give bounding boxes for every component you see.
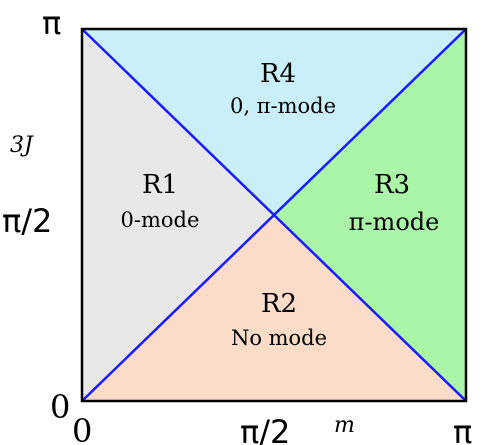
region-r2-name: R2 xyxy=(261,289,297,319)
region-r3-fill xyxy=(273,29,466,401)
region-r1-mode: 0-mode xyxy=(121,208,200,232)
region-r2-mode: No mode xyxy=(231,326,327,350)
region-r1-fill xyxy=(82,29,273,401)
region-r3-mode: π-mode xyxy=(349,208,440,236)
region-r3-name: R3 xyxy=(374,170,410,200)
x-tick-pi-half: π/2 xyxy=(240,413,290,445)
y-tick-pi-half: π/2 xyxy=(2,202,52,240)
y-tick-pi: π xyxy=(42,4,61,42)
plot-frame xyxy=(80,27,468,403)
x-tick-zero: 0 xyxy=(72,412,92,445)
boundary-diagonal-anti xyxy=(81,28,467,402)
y-axis-label: 3J xyxy=(10,133,34,158)
region-r4-name: R4 xyxy=(260,59,296,89)
region-r4-fill xyxy=(82,29,466,215)
y-tick-zero: 0 xyxy=(50,388,70,426)
region-r4-mode: 0, π-mode xyxy=(230,94,336,118)
region-r1-name: R1 xyxy=(142,170,178,200)
x-tick-pi: π xyxy=(453,413,472,445)
x-axis-label: m xyxy=(334,413,355,438)
region-r2-fill xyxy=(82,215,466,401)
